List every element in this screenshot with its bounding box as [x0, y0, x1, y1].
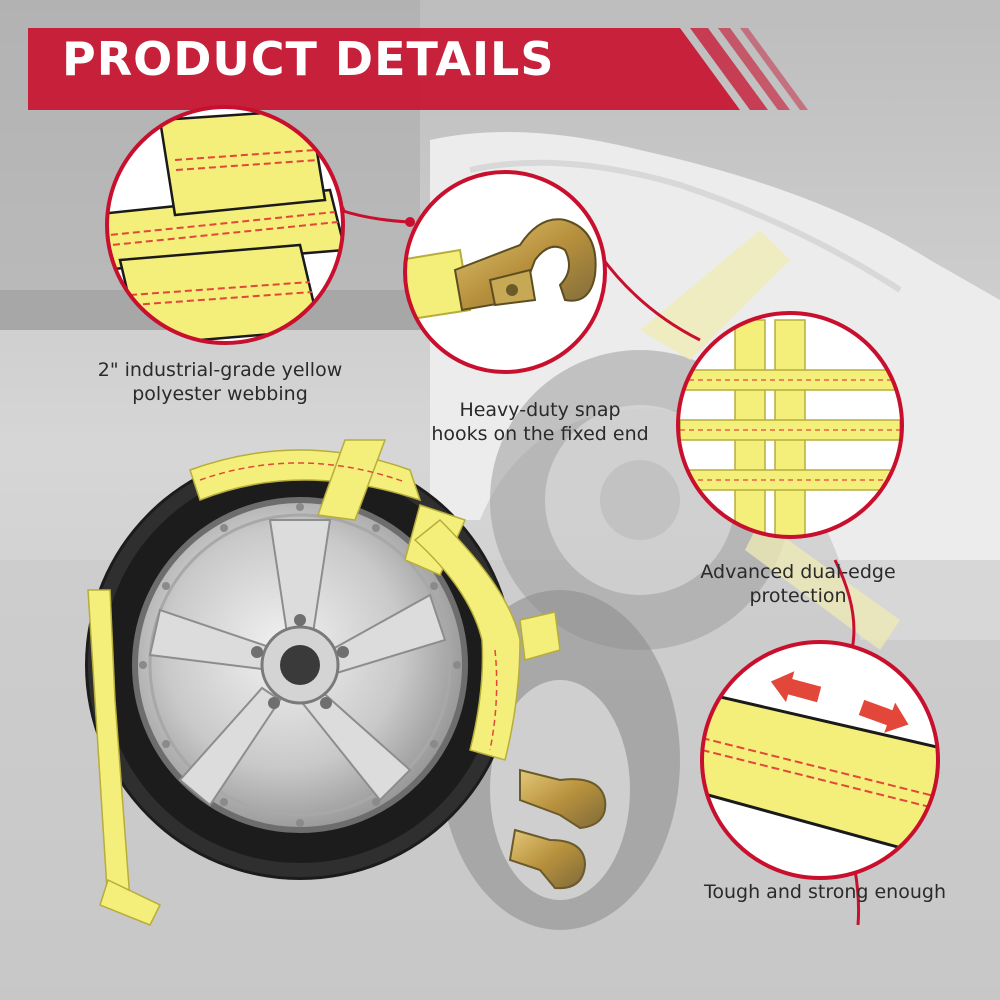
callout-connectors [339, 208, 861, 926]
caption-line: protection [749, 585, 847, 607]
detail-webbing [105, 105, 345, 345]
caption-webbing: 2" industrial-grade yellow polyester web… [60, 358, 380, 406]
caption-line: polyester webbing [132, 383, 308, 405]
page-title: PRODUCT DETAILS [62, 32, 555, 86]
caption-tough-strong: Tough and strong enough [680, 880, 970, 904]
caption-line: Tough and strong enough [704, 881, 946, 903]
detail-edge-protection [676, 311, 904, 539]
caption-snap-hooks: Heavy-duty snap hooks on the fixed end [395, 398, 685, 446]
caption-line: Advanced dual-edge [700, 561, 896, 583]
snap-hook-icon [508, 768, 607, 890]
wheel-with-strap [85, 439, 607, 926]
caption-line: hooks on the fixed end [431, 423, 649, 445]
caption-line: 2" industrial-grade yellow [97, 359, 343, 381]
detail-snap-hook [403, 170, 607, 374]
caption-line: Heavy-duty snap [459, 399, 621, 421]
detail-tough-strap [700, 640, 940, 880]
header-banner [28, 28, 808, 110]
double-arrow-icon [770, 671, 909, 733]
caption-edge-protection: Advanced dual-edge protection [668, 560, 928, 608]
